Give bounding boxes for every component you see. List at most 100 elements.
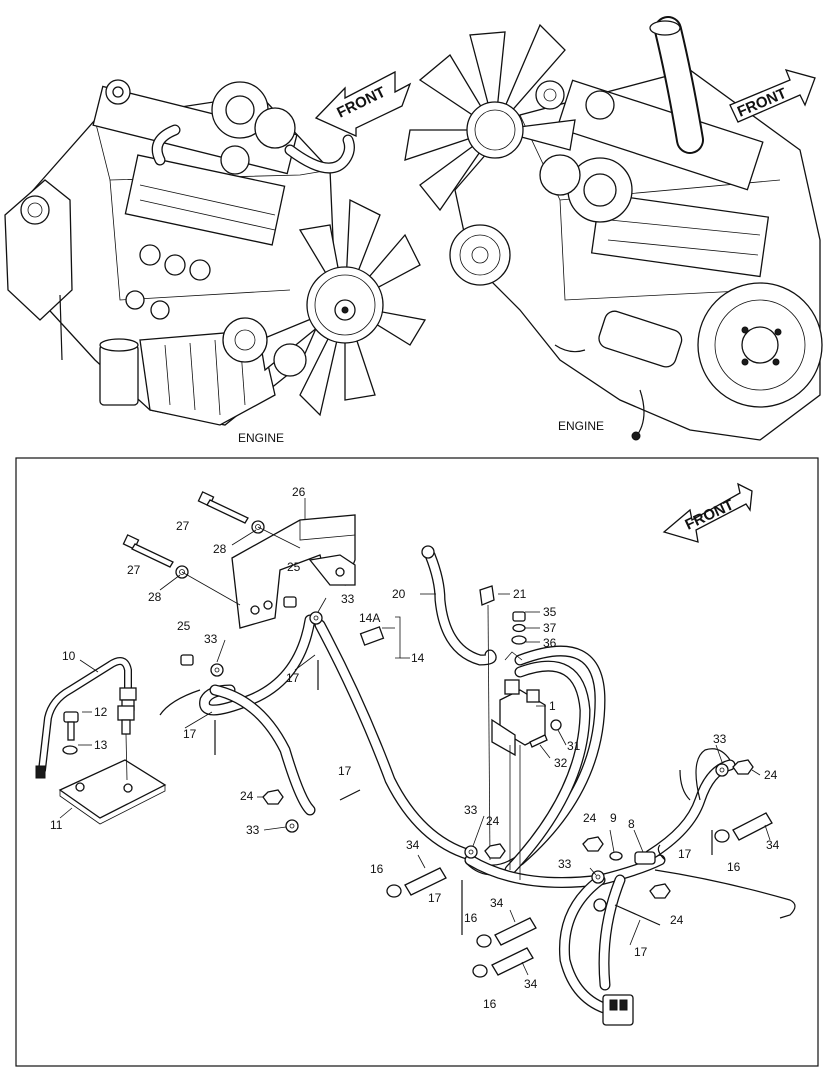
clip-14A — [359, 616, 401, 659]
sensor-34-b — [476, 917, 537, 948]
callout-17-e: 17 — [634, 945, 648, 959]
callout-27-lower: 27 — [127, 563, 141, 577]
sensor-34-a — [386, 867, 447, 898]
callout-34-b: 34 — [490, 896, 504, 910]
callout-14A: 14A — [359, 611, 380, 625]
front-arrow-detail: FRONT — [662, 482, 753, 543]
callout-24-d: 24 — [670, 913, 684, 927]
callout-16-c: 16 — [483, 997, 497, 1011]
bolt-25-b — [180, 654, 194, 666]
tie-straps — [214, 660, 713, 935]
fan-right — [404, 23, 576, 212]
callout-34-d: 34 — [766, 838, 780, 852]
callout-36: 36 — [543, 636, 557, 650]
detail-frame — [15, 457, 819, 1067]
nut-24-a — [262, 789, 284, 805]
callout-16-d: 16 — [727, 860, 741, 874]
plate-11 — [58, 759, 167, 825]
engine-caption-left: ENGINE — [238, 431, 284, 445]
callout-26: 26 — [292, 485, 306, 499]
fitting-21 — [479, 585, 495, 861]
clamp-33-f — [715, 763, 729, 777]
callout-16-b: 16 — [464, 911, 478, 925]
callout-24-c: 24 — [583, 811, 597, 825]
stud-sensor — [117, 705, 135, 781]
sensor-34-d — [714, 812, 773, 843]
callout-10: 10 — [62, 649, 76, 663]
nut-24-e — [732, 759, 754, 775]
callout-33-c: 33 — [246, 823, 260, 837]
callout-34-c: 34 — [524, 977, 538, 991]
engine-view-right: FRONT ENGINE — [404, 16, 823, 441]
front-arrow-left: FRONT — [314, 70, 412, 138]
callout-27-upper: 27 — [176, 519, 190, 533]
callout-13: 13 — [94, 738, 108, 752]
washer-37 — [512, 623, 526, 633]
hose-harness-center — [464, 645, 666, 1016]
leader-lines — [59, 498, 771, 976]
callout-28-lower: 28 — [148, 590, 162, 604]
callout-33-f: 33 — [713, 732, 727, 746]
callout-31: 31 — [567, 739, 581, 753]
bolt-12 — [63, 711, 79, 741]
screw-32 — [529, 734, 548, 748]
front-arrow-right: FRONT — [729, 69, 816, 123]
callout-1: 1 — [549, 699, 556, 713]
valve-1 — [491, 679, 546, 880]
bolt-27-upper — [197, 491, 249, 524]
fitting-8 — [634, 851, 656, 865]
callout-24-a: 24 — [240, 789, 254, 803]
callout-17-a: 17 — [286, 671, 300, 685]
callout-33-d: 33 — [464, 803, 478, 817]
nut-24-d — [649, 883, 671, 899]
engine-caption-right: ENGINE — [558, 419, 604, 433]
callout-17-c: 17 — [338, 764, 352, 778]
sensor-34-c — [472, 947, 534, 978]
callout-33-e: 33 — [558, 857, 572, 871]
washer-36 — [511, 635, 527, 645]
callout-35: 35 — [543, 605, 557, 619]
nut-24-b — [484, 843, 506, 859]
clamp-33-d — [464, 845, 478, 859]
callout-24-e: 24 — [764, 768, 778, 782]
washer-13 — [62, 745, 78, 755]
callout-33-a: 33 — [341, 592, 355, 606]
callout-17-f: 17 — [678, 847, 692, 861]
nut-24-c — [582, 836, 604, 852]
clamp-33-c — [285, 819, 299, 833]
callout-12: 12 — [94, 705, 108, 719]
callout-32: 32 — [554, 756, 568, 770]
clamp-33-a — [210, 663, 224, 677]
callout-17-b: 17 — [183, 727, 197, 741]
bracket-26 — [231, 514, 356, 629]
hose-harness-left — [159, 614, 476, 861]
bolt-31 — [550, 719, 562, 731]
callout-11: 11 — [50, 818, 63, 832]
hose-20 — [421, 545, 497, 666]
callout-25-upper: 25 — [287, 560, 301, 574]
callout-28-upper: 28 — [213, 542, 227, 556]
pipe-10 — [35, 657, 137, 779]
bolt-25-a — [283, 596, 297, 608]
connector-plug — [602, 994, 634, 1026]
clamp-33-b — [309, 611, 323, 625]
callout-17-d: 17 — [428, 891, 442, 905]
washer-9 — [609, 851, 623, 861]
front-label-right: FRONT — [735, 85, 789, 121]
nut-35 — [512, 611, 526, 622]
fan-left — [259, 198, 427, 417]
engine-view-left: FRONT ENGINE — [4, 70, 427, 445]
callout-33-b: 33 — [204, 632, 218, 646]
front-label-detail: FRONT — [683, 496, 737, 533]
callout-34-a: 34 — [406, 838, 420, 852]
callout-25-lower: 25 — [177, 619, 191, 633]
callout-16-a: 16 — [370, 862, 384, 876]
callout-24-b: 24 — [486, 814, 500, 828]
callout-labels: 26 27 27 28 28 25 25 33 33 14A 14 17 17 … — [50, 485, 780, 1011]
callout-14: 14 — [411, 651, 425, 665]
callout-37: 37 — [543, 621, 557, 635]
callout-9: 9 — [610, 811, 617, 825]
bolt-27-lower — [122, 534, 174, 568]
callout-21: 21 — [513, 587, 527, 601]
